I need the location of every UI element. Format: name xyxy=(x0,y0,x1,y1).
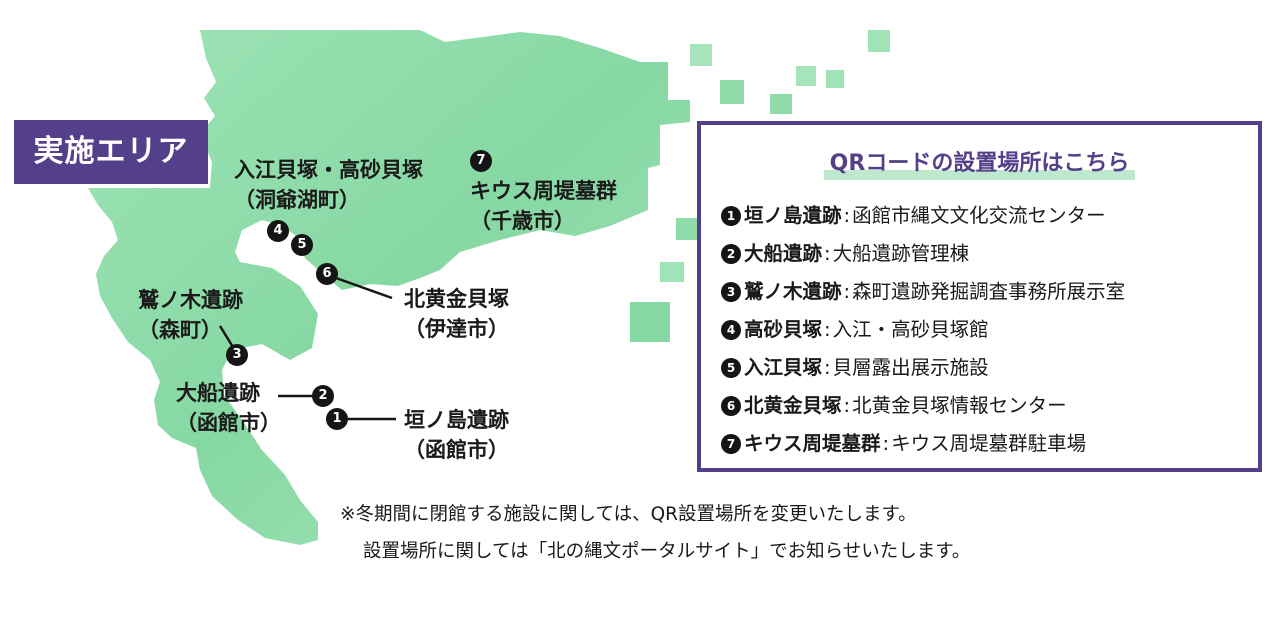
marker-7: 7 xyxy=(470,150,492,172)
qr-item-number: 2 xyxy=(721,244,741,264)
label-site-7-city: （千歳市） xyxy=(470,209,575,233)
qr-item-site: 入江貝塚 xyxy=(744,356,823,379)
qr-box-title: QRコードの設置場所はこちら xyxy=(701,145,1258,180)
map-pixel xyxy=(720,80,744,104)
qr-item-site: 大船遺跡 xyxy=(744,242,823,265)
label-site-7: キウス周堤墓群 （千歳市） xyxy=(470,176,617,236)
marker-4: 4 xyxy=(267,220,289,242)
qr-item-separator: : xyxy=(824,356,831,379)
qr-item-number: 6 xyxy=(721,396,741,416)
qr-item-separator: : xyxy=(882,432,890,455)
qr-item-location: 大船遺跡管理棟 xyxy=(832,242,970,265)
label-sites-4-5-city: （洞爺湖町） xyxy=(234,188,360,212)
label-site-3-name: 鷲ノ木遺跡 xyxy=(138,288,243,312)
label-site-3: 鷲ノ木遺跡 （森町） xyxy=(138,285,243,345)
list-item: 3 鷲ノ木遺跡:森町遺跡発掘調査事務所展示室 xyxy=(721,273,1125,311)
marker-2: 2 xyxy=(312,385,334,407)
map-pixel xyxy=(630,302,670,342)
label-site-2-name: 大船遺跡 xyxy=(176,381,260,405)
qr-item-separator: : xyxy=(843,280,851,303)
label-sites-4-5-name: 入江貝塚・高砂貝塚 xyxy=(234,158,423,182)
qr-location-list: 1 垣ノ島遺跡:函館市縄文文化交流センター 2 大船遺跡:大船遺跡管理棟 3 鷲… xyxy=(721,197,1125,463)
label-site-7-name: キウス周堤墓群 xyxy=(470,179,617,203)
map-landmass xyxy=(88,30,690,545)
qr-item-number: 1 xyxy=(721,206,741,226)
map-pixel xyxy=(796,66,816,86)
label-site-1: 垣ノ島遺跡 （函館市） xyxy=(404,405,509,465)
leader-line-6 xyxy=(335,276,393,300)
qr-item-location: 入江・高砂貝塚館 xyxy=(832,318,989,341)
marker-5: 5 xyxy=(291,234,313,256)
qr-item-location: 森町遺跡発掘調査事務所展示室 xyxy=(852,280,1126,303)
list-item: 1 垣ノ島遺跡:函館市縄文文化交流センター xyxy=(721,197,1125,235)
qr-item-separator: : xyxy=(824,318,831,341)
qr-item-location: 函館市縄文文化交流センター xyxy=(852,204,1106,227)
map-pixel xyxy=(770,94,792,114)
label-site-6-name: 北黄金貝塚 xyxy=(404,287,509,311)
list-item: 4 高砂貝塚:入江・高砂貝塚館 xyxy=(721,311,1125,349)
qr-location-box: QRコードの設置場所はこちら 1 垣ノ島遺跡:函館市縄文文化交流センター 2 大… xyxy=(697,121,1262,472)
label-site-2: 大船遺跡 （函館市） xyxy=(176,378,281,438)
qr-box-title-text: QRコードの設置場所はこちら xyxy=(823,145,1136,180)
qr-item-separator: : xyxy=(843,204,851,227)
qr-item-site: キウス周堤墓群 xyxy=(744,432,881,455)
qr-item-location: キウス周堤墓群駐車場 xyxy=(891,432,1087,455)
label-site-1-name: 垣ノ島遺跡 xyxy=(404,408,509,432)
map-pixel xyxy=(690,44,712,66)
map-pixel xyxy=(676,218,698,240)
map-pixel xyxy=(868,30,890,52)
list-item: 5 入江貝塚:貝層露出展示施設 xyxy=(721,349,1125,387)
note-winter-closure: ※冬期間に閉館する施設に関しては、QR設置場所を変更いたします。 xyxy=(340,504,917,525)
marker-3: 3 xyxy=(226,344,248,366)
label-site-1-city: （函館市） xyxy=(404,438,509,462)
qr-item-number: 4 xyxy=(721,320,741,340)
marker-6: 6 xyxy=(316,263,338,285)
qr-item-separator: : xyxy=(824,242,831,265)
qr-item-site: 垣ノ島遺跡 xyxy=(744,204,842,227)
map-pixel xyxy=(660,262,684,282)
label-site-3-city: （森町） xyxy=(138,318,222,342)
marker-1: 1 xyxy=(326,408,348,430)
label-site-2-city: （函館市） xyxy=(176,411,281,435)
qr-item-location: 貝層露出展示施設 xyxy=(832,356,989,379)
qr-item-site: 高砂貝塚 xyxy=(744,318,823,341)
label-sites-4-5: 入江貝塚・高砂貝塚 （洞爺湖町） xyxy=(234,155,423,215)
list-item: 7 キウス周堤墓群:キウス周堤墓群駐車場 xyxy=(721,425,1125,463)
qr-item-number: 7 xyxy=(721,434,741,454)
qr-item-separator: : xyxy=(843,394,851,417)
list-item: 6 北黄金貝塚:北黄金貝塚情報センター xyxy=(721,387,1125,425)
note-portal-site: 設置場所に関しては「北の縄文ポータルサイト」でお知らせいたします。 xyxy=(363,541,971,562)
map-pixel xyxy=(826,70,844,88)
qr-item-location: 北黄金貝塚情報センター xyxy=(852,394,1067,417)
qr-item-number: 3 xyxy=(721,282,741,302)
list-item: 2 大船遺跡:大船遺跡管理棟 xyxy=(721,235,1125,273)
qr-item-site: 鷲ノ木遺跡 xyxy=(744,280,842,303)
qr-item-number: 5 xyxy=(721,358,741,378)
label-site-6: 北黄金貝塚 （伊達市） xyxy=(404,284,509,344)
label-site-6-city: （伊達市） xyxy=(404,317,509,341)
qr-item-site: 北黄金貝塚 xyxy=(744,394,842,417)
area-label: 実施エリア xyxy=(14,120,208,184)
